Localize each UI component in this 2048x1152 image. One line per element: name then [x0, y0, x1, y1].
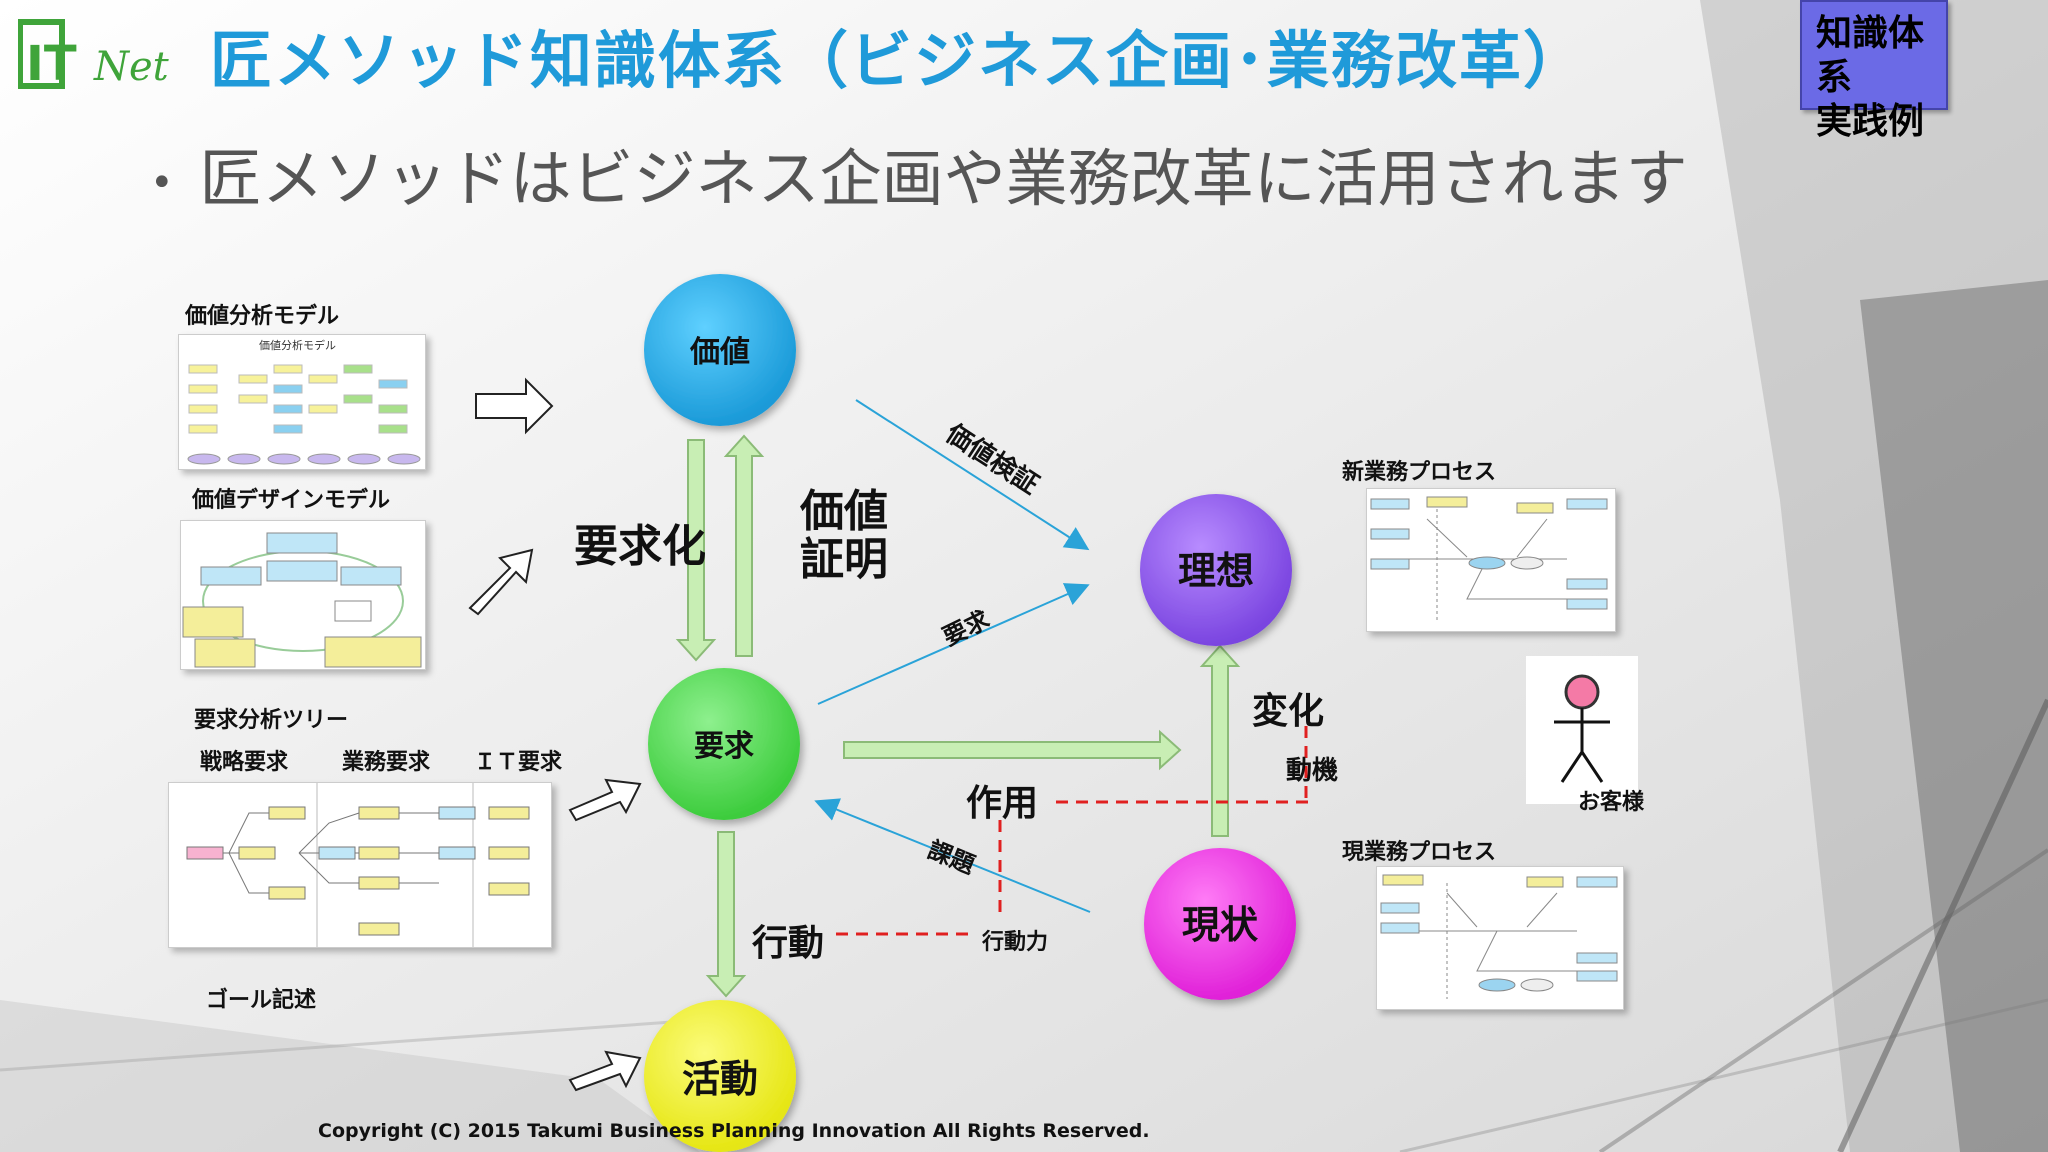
green-arrow-request-to-ideal [843, 729, 1182, 771]
blue-arrow-request-to-ideal [817, 583, 1090, 705]
action-label: 作用 [966, 783, 1039, 824]
value-design-image [182, 532, 422, 668]
green-arrow-value-to-request [675, 439, 717, 662]
node-activity-label: 活動 [682, 1057, 758, 1101]
hollow-arrow-value-analysis [475, 377, 554, 435]
green-arrow-request-to-activity [705, 831, 747, 998]
value-analysis-image: 価値分析モデル [187, 338, 421, 465]
node-value [644, 274, 796, 426]
value-proof-line-1: 価値 [800, 486, 888, 537]
bullet-text: 匠メソッドはビジネス企画や業務改革に活用されます [199, 142, 1688, 215]
req-tree-image [186, 783, 530, 947]
value-analysis-thumbnail: 価値分析モデル [178, 334, 426, 470]
new-process-image [1370, 496, 1608, 621]
page-title: 匠メソッド知識体系（ビジネス企画･業務改革） [210, 24, 1588, 97]
value-design-thumbnail [180, 520, 426, 670]
value-analysis-label: 価値分析モデル [185, 304, 340, 329]
business-req-label: 業務要求 [342, 750, 431, 775]
blue-arrow-value-verify [855, 399, 1090, 551]
badge-line-2: 実践例 [1816, 101, 1925, 142]
change-label: 変化 [1252, 691, 1325, 732]
current-process-thumbnail [1376, 866, 1624, 1010]
logo-mark: IT [26, 36, 77, 92]
issue-label: 課題 [924, 836, 980, 880]
value-analysis-inner-title: 価値分析モデル [259, 338, 336, 352]
node-current [1144, 848, 1296, 1000]
current-process-image [1380, 874, 1618, 999]
node-ideal-label: 理想 [1178, 549, 1254, 593]
hollow-arrow-req-tree [568, 778, 642, 822]
category-badge: 知識体系 実践例 [1800, 0, 1948, 142]
itnet-logo: IT Net [17, 14, 178, 94]
logo-text: Net [93, 44, 170, 90]
hollow-arrow-goal [568, 1050, 642, 1092]
node-current-label: 現状 [1182, 903, 1259, 947]
value-design-label: 価値デザインモデル [192, 488, 391, 513]
node-activity [644, 1000, 796, 1152]
value-proof-line-2: 証明 [800, 534, 888, 585]
current-process-label: 現業務プロセス [1342, 840, 1497, 865]
logo-icon: IT Net [17, 19, 170, 92]
new-process-thumbnail [1366, 488, 1616, 632]
badge-line-1: 知識体系 [1816, 13, 1925, 98]
node-request [648, 668, 800, 820]
customer-icon [1526, 656, 1638, 804]
it-req-label: ＩＴ要求 [474, 750, 563, 775]
behavior-label: 行動 [752, 923, 825, 964]
motive-label: 動機 [1286, 756, 1339, 786]
behavior-power-label: 行動力 [982, 930, 1049, 955]
new-process-label: 新業務プロセス [1342, 460, 1497, 485]
request-edge-label: 要求 [938, 605, 993, 651]
blue-arrow-current-to-request [814, 798, 1091, 913]
node-ideal [1140, 494, 1292, 646]
customer-label: お客様 [1578, 790, 1645, 815]
strategic-req-label: 戦略要求 [200, 750, 289, 775]
node-request-label: 要求 [694, 729, 754, 764]
green-arrow-current-to-ideal [1199, 644, 1241, 837]
node-value-label: 価値 [689, 335, 750, 370]
hollow-arrow-value-design [468, 548, 534, 616]
bullet-dot: • [150, 159, 174, 206]
green-arrow-request-to-value [723, 434, 765, 657]
req-tree-label: 要求分析ツリー [194, 708, 349, 733]
goal-description-label: ゴール記述 [206, 988, 317, 1013]
copyright-notice: Copyright (C) 2015 Takumi Business Plann… [318, 1120, 1150, 1142]
req-tree-thumbnail [168, 782, 552, 948]
bullet-point: • 匠メソッドはビジネス企画や業務改革に活用されます [150, 128, 1688, 218]
value-proof-label: 価値 証明 [800, 488, 888, 584]
requirementize-label: 要求化 [574, 521, 706, 572]
